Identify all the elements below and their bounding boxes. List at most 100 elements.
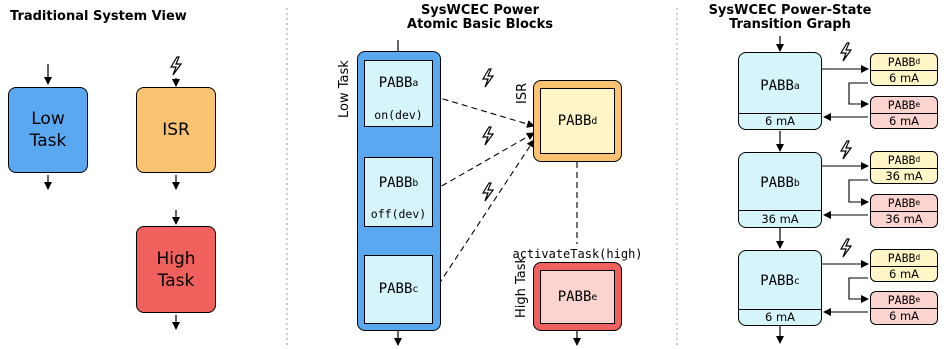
state-b-e-current: 36 mA: [885, 212, 923, 226]
state-c-d-box: [870, 249, 938, 282]
state-c-divider: [739, 309, 821, 310]
lightning-bolt-icon: [838, 140, 854, 163]
state-b-box: [738, 152, 822, 228]
isr-label: ISR: [162, 120, 190, 140]
state-b-e-sub: e: [915, 198, 921, 207]
middle-title-line2: Atomic Basic Blocks: [407, 17, 553, 32]
state-c-d-current: 6 mA: [888, 267, 920, 281]
a-d-to-e-arrow: [848, 82, 869, 108]
state-a-e-name: PABB: [887, 97, 916, 112]
high-task-vertical-label: High Task: [514, 255, 529, 318]
state-c-d-divider: [871, 266, 937, 267]
pabb-e-name: PABB: [557, 289, 592, 305]
state-b-sub: b: [793, 177, 800, 189]
pabb-b-name: PABB: [378, 175, 413, 191]
pabb-c-to-d-dashed: [432, 139, 535, 294]
pabb-c-box: [364, 255, 433, 324]
pabb-d-sub: d: [591, 115, 598, 127]
lightning-bolt-icon: [838, 238, 854, 261]
pabb-d-name: PABB: [557, 113, 592, 129]
left-panel-title: Traditional System View: [10, 9, 187, 24]
high-task-label: High Task: [156, 248, 196, 291]
state-a-d-name: PABB: [887, 54, 916, 69]
state-a-d-box: [870, 53, 938, 86]
pabb-a-call: on(dev): [374, 108, 423, 122]
pabb-b-box: [364, 157, 433, 227]
low-task-vertical-label: Low Task: [337, 60, 352, 118]
state-c-e-current: 6 mA: [888, 309, 920, 323]
right-panel-title: SysWCEC Power-State Transition Graph: [700, 4, 880, 32]
high-task-box: [136, 226, 216, 313]
state-b-current: 36 mA: [761, 211, 799, 226]
state-a-e-box: [870, 96, 938, 129]
c-d-to-e-arrow: [848, 277, 869, 303]
pabb-a-name: PABB: [378, 75, 413, 91]
state-a-d-sub: d: [915, 57, 921, 66]
lightning-bolt-icon: [480, 126, 496, 149]
state-a-current: 6 mA: [764, 114, 796, 128]
b-d-to-e-arrow: [848, 179, 869, 206]
pabb-a-sub: a: [412, 77, 419, 89]
lightning-bolt-icon: [168, 56, 184, 79]
state-b-d-divider: [871, 168, 937, 169]
right-title-line2: Transition Graph: [729, 17, 851, 32]
pabb-b-call: off(dev): [370, 207, 427, 221]
middle-panel-title: SysWCEC Power Atomic Basic Blocks: [330, 4, 630, 32]
state-a-d-divider: [871, 70, 937, 71]
state-c-e-name: PABB: [887, 292, 916, 307]
state-c-d-name: PABB: [887, 250, 916, 265]
pabb-e-sub: e: [591, 291, 598, 303]
state-a-box: [738, 52, 822, 130]
lightning-bolt-icon: [480, 182, 496, 205]
state-b-d-name: PABB: [887, 152, 916, 167]
state-c-d-sub: d: [915, 253, 921, 262]
state-b-d-sub: d: [915, 155, 921, 164]
isr-box: [136, 87, 216, 173]
lightning-bolt-icon: [838, 42, 854, 65]
state-b-e-divider: [871, 211, 937, 212]
state-c-e-sub: e: [915, 295, 921, 304]
state-a-e-divider: [871, 113, 937, 114]
state-a-e-current: 6 mA: [888, 114, 920, 128]
state-b-divider: [739, 210, 821, 211]
right-title-line1: SysWCEC Power-State: [708, 3, 872, 18]
state-c-current: 6 mA: [764, 310, 796, 324]
state-c-name: PABB: [760, 273, 794, 289]
middle-title-line1: SysWCEC Power: [420, 3, 540, 18]
low-task-label: Low Task: [29, 109, 67, 151]
state-c-sub: c: [793, 275, 800, 287]
state-a-divider: [739, 113, 821, 114]
state-a-name: PABB: [760, 78, 794, 94]
pabb-b-sub: b: [412, 177, 419, 189]
state-b-name: PABB: [760, 175, 794, 191]
pabb-e-box: [540, 270, 615, 324]
lightning-bolt-icon: [480, 68, 496, 91]
isr-vertical-label: ISR: [515, 82, 530, 104]
state-a-e-sub: e: [915, 100, 921, 109]
state-a-d-current: 6 mA: [888, 71, 920, 85]
state-b-d-current: 36 mA: [885, 169, 923, 183]
activate-task-label: activateTask(high): [512, 247, 643, 261]
pabb-a-to-d-dashed: [432, 95, 535, 128]
pabb-a-box: [364, 60, 433, 127]
state-c-e-divider: [871, 308, 937, 309]
state-c-box: [738, 250, 822, 326]
pabb-c-name: PABB: [378, 281, 413, 297]
state-b-d-box: [870, 151, 938, 184]
state-a-sub: a: [793, 80, 800, 92]
pabb-c-sub: c: [412, 283, 419, 295]
